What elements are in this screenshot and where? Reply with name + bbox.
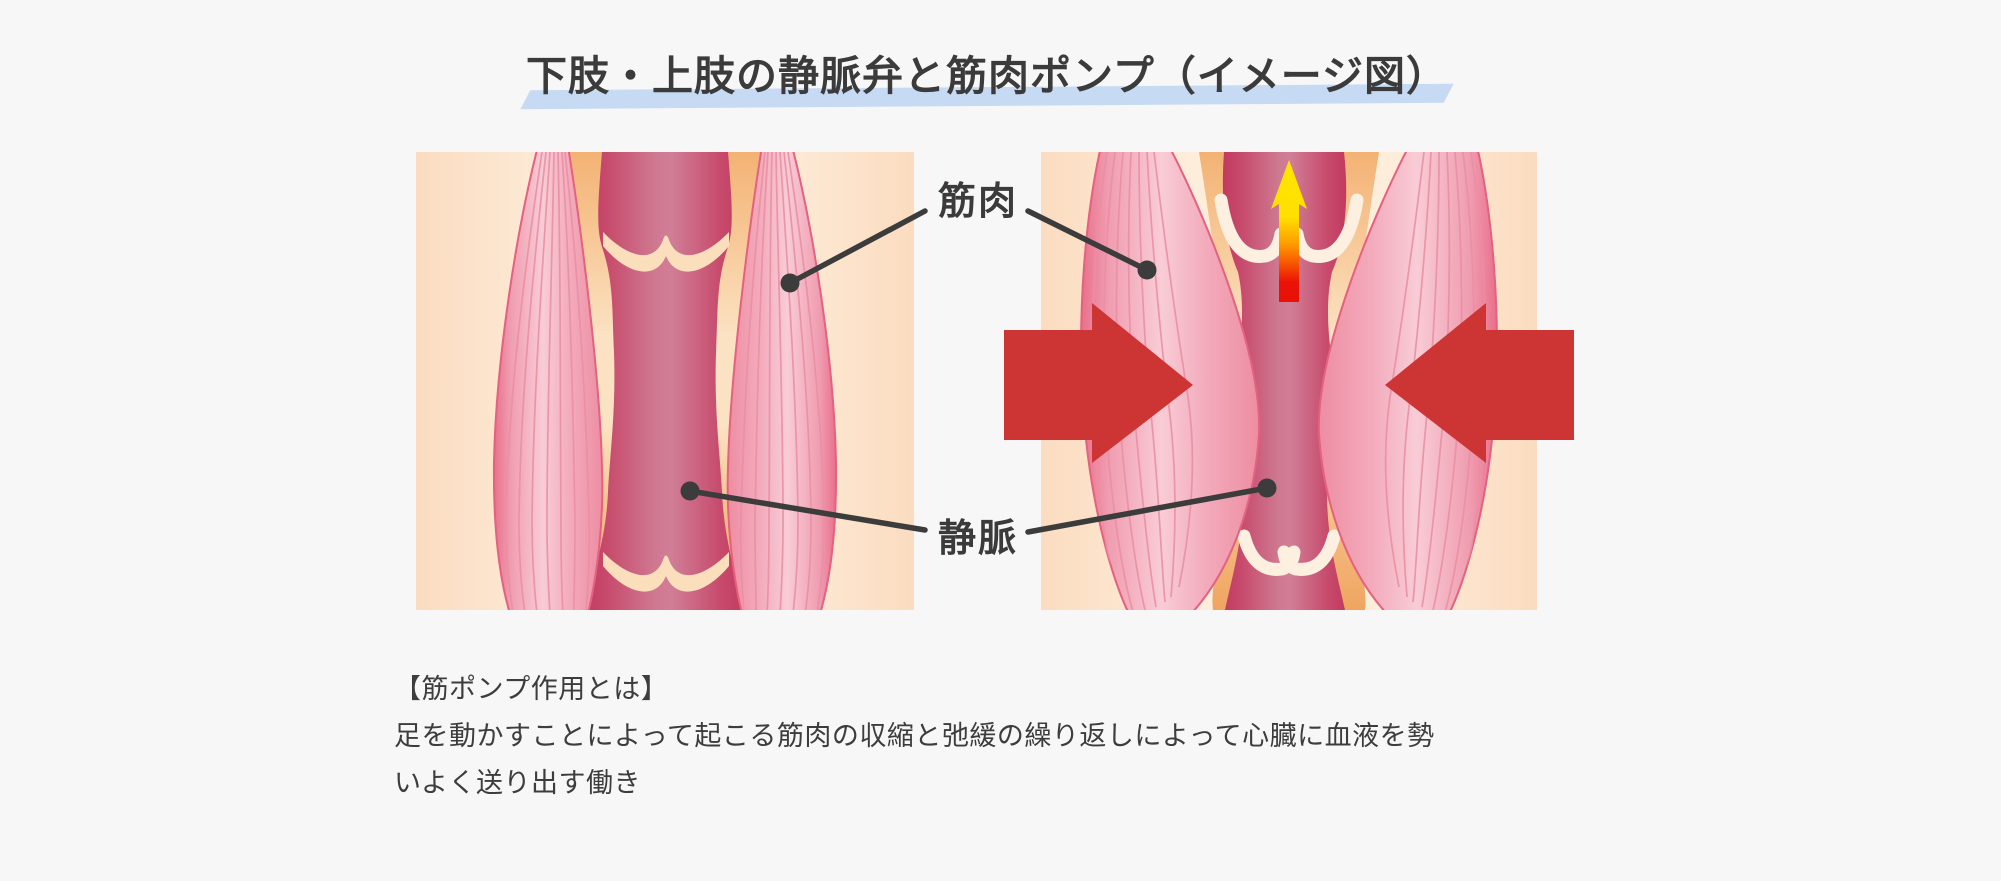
description-line: いよく送り出す働き <box>394 768 641 798</box>
description-heading: 【筋ポンプ作用とは】 <box>394 674 669 704</box>
label-muscle: 筋肉 <box>937 181 1019 223</box>
page-title: 下肢・上肢の静脈弁と筋肉ポンプ（イメージ図） <box>526 53 1448 99</box>
description-block: 【筋ポンプ作用とは】 足を動かすことによって起こる筋肉の収縮と弛緩の繰り返しによ… <box>394 666 1435 807</box>
valve-flap-left <box>1214 193 1288 263</box>
description-line: 足を動かすことによって起こる筋肉の収縮と弛緩の繰り返しによって心臓に血液を勢 <box>394 721 1435 751</box>
vein-valve-open-top <box>1214 193 1364 263</box>
blood-flow-up-arrow-icon <box>1271 160 1307 302</box>
vein-valve-closed-top <box>603 232 729 272</box>
panel-contracted-illustration <box>1041 152 1537 610</box>
muscle-shape-left <box>492 152 604 610</box>
vein-valve-open-bottom <box>1237 529 1341 576</box>
valve-flap-right <box>1277 529 1341 576</box>
panel-relaxed-illustration <box>416 152 914 610</box>
vein-valve-closed-bottom <box>603 552 729 592</box>
muscle-striations <box>505 152 591 610</box>
label-vein: 静脈 <box>937 518 1019 560</box>
valve-flap-right <box>1290 193 1364 263</box>
